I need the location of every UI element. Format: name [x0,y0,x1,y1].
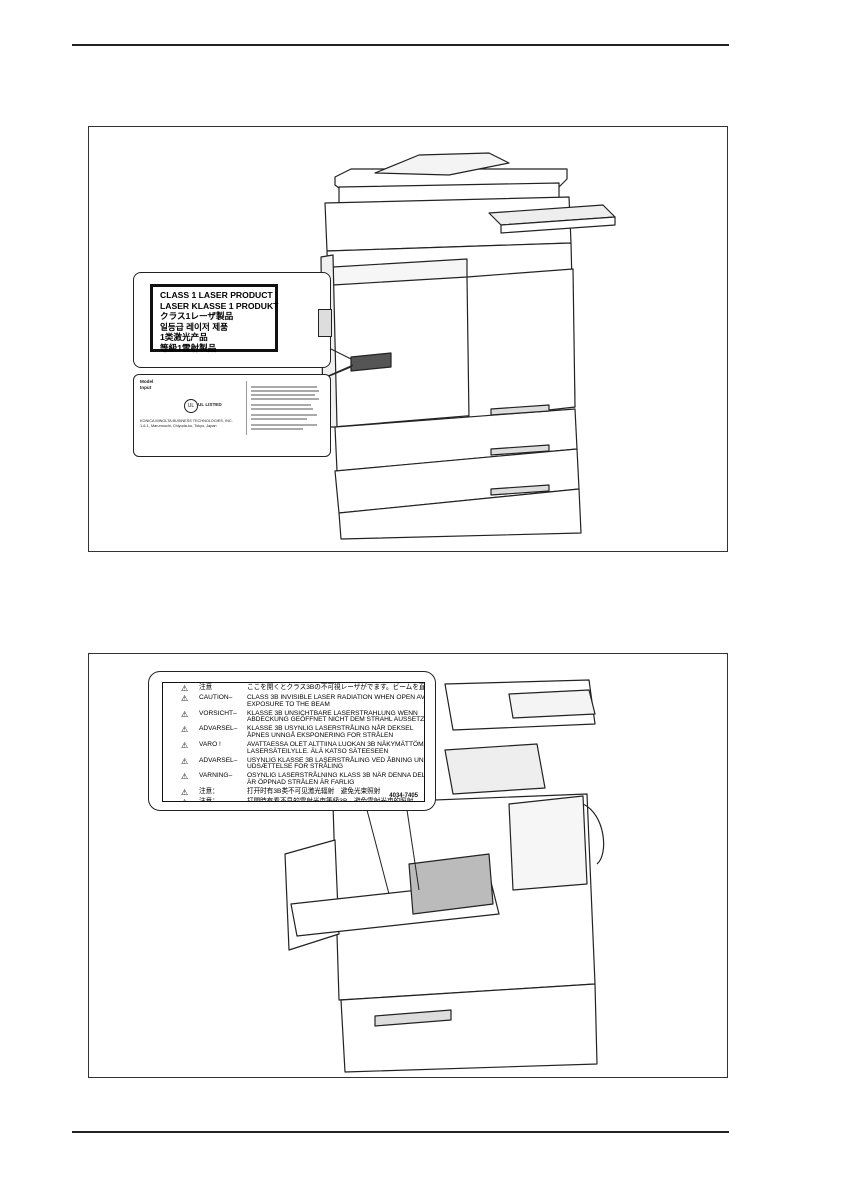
rating-warning-block [246,381,325,435]
rating-model-field: Model [140,379,154,384]
caution-word: VORSICHT– [199,709,237,717]
maker-address: 1-6-1, Marunouchi, Chiyoda-ku, Tokyo, Ja… [140,424,217,428]
caution-text: 打開時有看不見的雷射光束等級3B，避免雷射光束的照射 [247,797,414,802]
warning-triangle-icon: ⚠ [181,709,189,719]
caution-text: AVATTAESSA OLET ALTTIINA LUOKAN 3B NÄKYM… [247,740,425,756]
machine-side-latch [318,309,332,337]
caution-part-number: 4034-7405 [389,793,418,799]
warning-triangle-icon: ⚠ [181,694,189,704]
caution-row: ⚠ 注意： 打开时有3B类不可见激光辐射 避免光束照射 [163,787,424,797]
class1-line-6: 等級1雷射製品 [160,342,217,353]
class1-line-2: LASER KLASSE 1 PRODUKT [160,300,279,311]
caution-text: 打开时有3B类不可见激光辐射 避免光束照射 [247,787,381,796]
caution-text-line: EXPOSURE TO THE BEAM [247,700,330,708]
ul-mark-icon: UL [184,399,198,413]
warning-triangle-icon: ⚠ [181,756,189,766]
top-rule [72,44,729,46]
caution-word: VARNING– [199,772,233,780]
rating-plate: Model Input UL UL LISTED KONICA MINOLTA … [140,379,240,437]
caution-label-callout: ⚠ 注意 ここを開くとクラス3Bの不可視レーザがでます。ビームを直接見たり、触れたり… [148,671,436,811]
caution-text: CLASS 3B INVISIBLE LASER RADIATION WHEN … [247,694,425,709]
rating-label-callout: Model Input UL UL LISTED KONICA MINOLTA … [133,374,331,457]
caution-word: ADVARSEL– [199,725,238,733]
caution-text-line: ABDECKUNG GEÖFFNET NICHT DEM STRAHL AUSS… [247,716,425,724]
caution-text: OSYNLIG LASERSTRÅLNING KLASS 3B NÄR DENN… [247,772,425,787]
caution-text: USYNLIG KLASSE 3B LASERSTRÅLING VED ÅBNI… [247,756,425,772]
caution-text-line: USYNLIG KLASSE 3B LASERSTRÅLING VED ÅBNI… [247,756,425,764]
warning-triangle-icon: ⚠ [181,798,188,801]
class1-line-1: CLASS 1 LASER PRODUCT [160,290,273,300]
warning-triangle-icon: ⚠ [181,684,189,693]
caution-word: CAUTION– [199,694,233,702]
bottom-rule [72,1131,729,1133]
caution-rows: ⚠ 注意 ここを開くとクラス3Bの不可視レーザがでます。ビームを直接見たり、触れたり… [163,684,425,802]
figure-1-frame [88,126,728,552]
caution-word: 注意 [199,684,213,691]
class1-label-plate: CLASS 1 LASER PRODUCT LASER KLASSE 1 PRO… [150,284,279,353]
caution-text-line: 打開時有看不見的雷射光束等級3B，避免雷射光束的照射 [247,797,414,802]
caution-text-line: KLASSE 3B USYNLIG LASERSTRÅLING NÅR DEKS… [247,725,414,733]
caution-text-line: OSYNLIG LASERSTRÅLNING KLASS 3B NÄR DENN… [247,772,425,780]
warning-triangle-icon: ⚠ [181,740,189,750]
caution-word: 注意： [199,797,219,802]
class1-label-callout: CLASS 1 LASER PRODUCT LASER KLASSE 1 PRO… [133,272,332,368]
caution-text-line: AVATTAESSA OLET ALTTIINA LUOKAN 3B NÄKYM… [247,740,425,748]
copier-illustration-2 [284,679,605,1073]
caution-row: ⚠ 注意： 打開時有看不見的雷射光束等級3B，避免雷射光束的照射 [163,797,424,802]
warning-triangle-icon: ⚠ [181,725,189,735]
caution-text-line: UDSÆTTELSE FOR STRÅLING [247,763,343,771]
caution-text-line: CLASS 3B INVISIBLE LASER RADIATION WHEN … [247,694,425,702]
caution-text-line: 打开时有3B类不可见激光辐射 避免光束照射 [247,787,381,795]
caution-word: ADVARSEL– [199,756,238,764]
rating-input-field: Input [140,384,152,390]
caution-row: ⚠ CAUTION– CLASS 3B INVISIBLE LASER RADIAT… [163,694,425,709]
caution-text-line: LASERSÄTEILYLLE. ÄLÄ KATSO SÄTEESEEN [247,747,389,755]
caution-row: ⚠ ADVARSEL– USYNLIG KLASSE 3B LASERSTRÅLIN… [163,756,425,772]
class1-line-4: 일등급 레이저 제품 [160,321,229,332]
warning-triangle-icon: ⚠ [181,787,189,797]
class1-line-3: クラス1レーザ製品 [160,311,234,321]
ul-listed-text: UL LISTED [198,402,222,407]
caution-word: 注意： [199,787,219,795]
caution-word: VARO ! [199,740,221,748]
caution-text-line: ÄR ÖPPNAD STRÅLEN ÄR FARLIG [247,778,355,786]
maker-name: KONICA MINOLTA BUSINESS TECHNOLOGIES, IN… [140,419,233,423]
caution-text: KLASSE 3B UNSICHTBARE LASERSTRAHLUNG WEN… [247,709,425,725]
caution-row: ⚠ ADVARSEL– KLASSE 3B USYNLIG LASERSTRÅLIN… [163,725,424,740]
caution-text-line: ここを開くとクラス3Bの不可視レーザがでます。ビームを直接見たり、触れたりしない… [247,684,425,691]
caution-text: KLASSE 3B USYNLIG LASERSTRÅLING NÅR DEKS… [247,725,414,740]
caution-row: ⚠ 注意 ここを開くとクラス3Bの不可視レーザがでます。ビームを直接見たり、触れたり… [163,684,425,693]
caution-text: ここを開くとクラス3Bの不可視レーザがでます。ビームを直接見たり、触れたりしない… [247,684,425,692]
warning-triangle-icon: ⚠ [181,772,189,782]
copier-illustration-1 [302,152,616,540]
caution-row: ⚠ VARNING– OSYNLIG LASERSTRÅLNING KLASS 3B… [163,772,425,787]
caution-text-line: ÅPNES UNNGÅ EKSPONERING FOR STRÅLEN [247,732,394,740]
rating-warning-text-lines [251,386,319,430]
caution-text-line: KLASSE 3B UNSICHTBARE LASERSTRAHLUNG WEN… [247,709,418,717]
class1-line-5: 1类激光产品 [160,332,208,342]
caution-row: ⚠ VARO ! AVATTAESSA OLET ALTTIINA LUOKAN 3… [163,740,425,756]
caution-label-plate: ⚠ 注意 ここを開くとクラス3Bの不可視レーザがでます。ビームを直接見たり、触れたり… [162,682,425,802]
caution-row: ⚠ VORSICHT– KLASSE 3B UNSICHTBARE LASERSTR… [163,709,425,725]
